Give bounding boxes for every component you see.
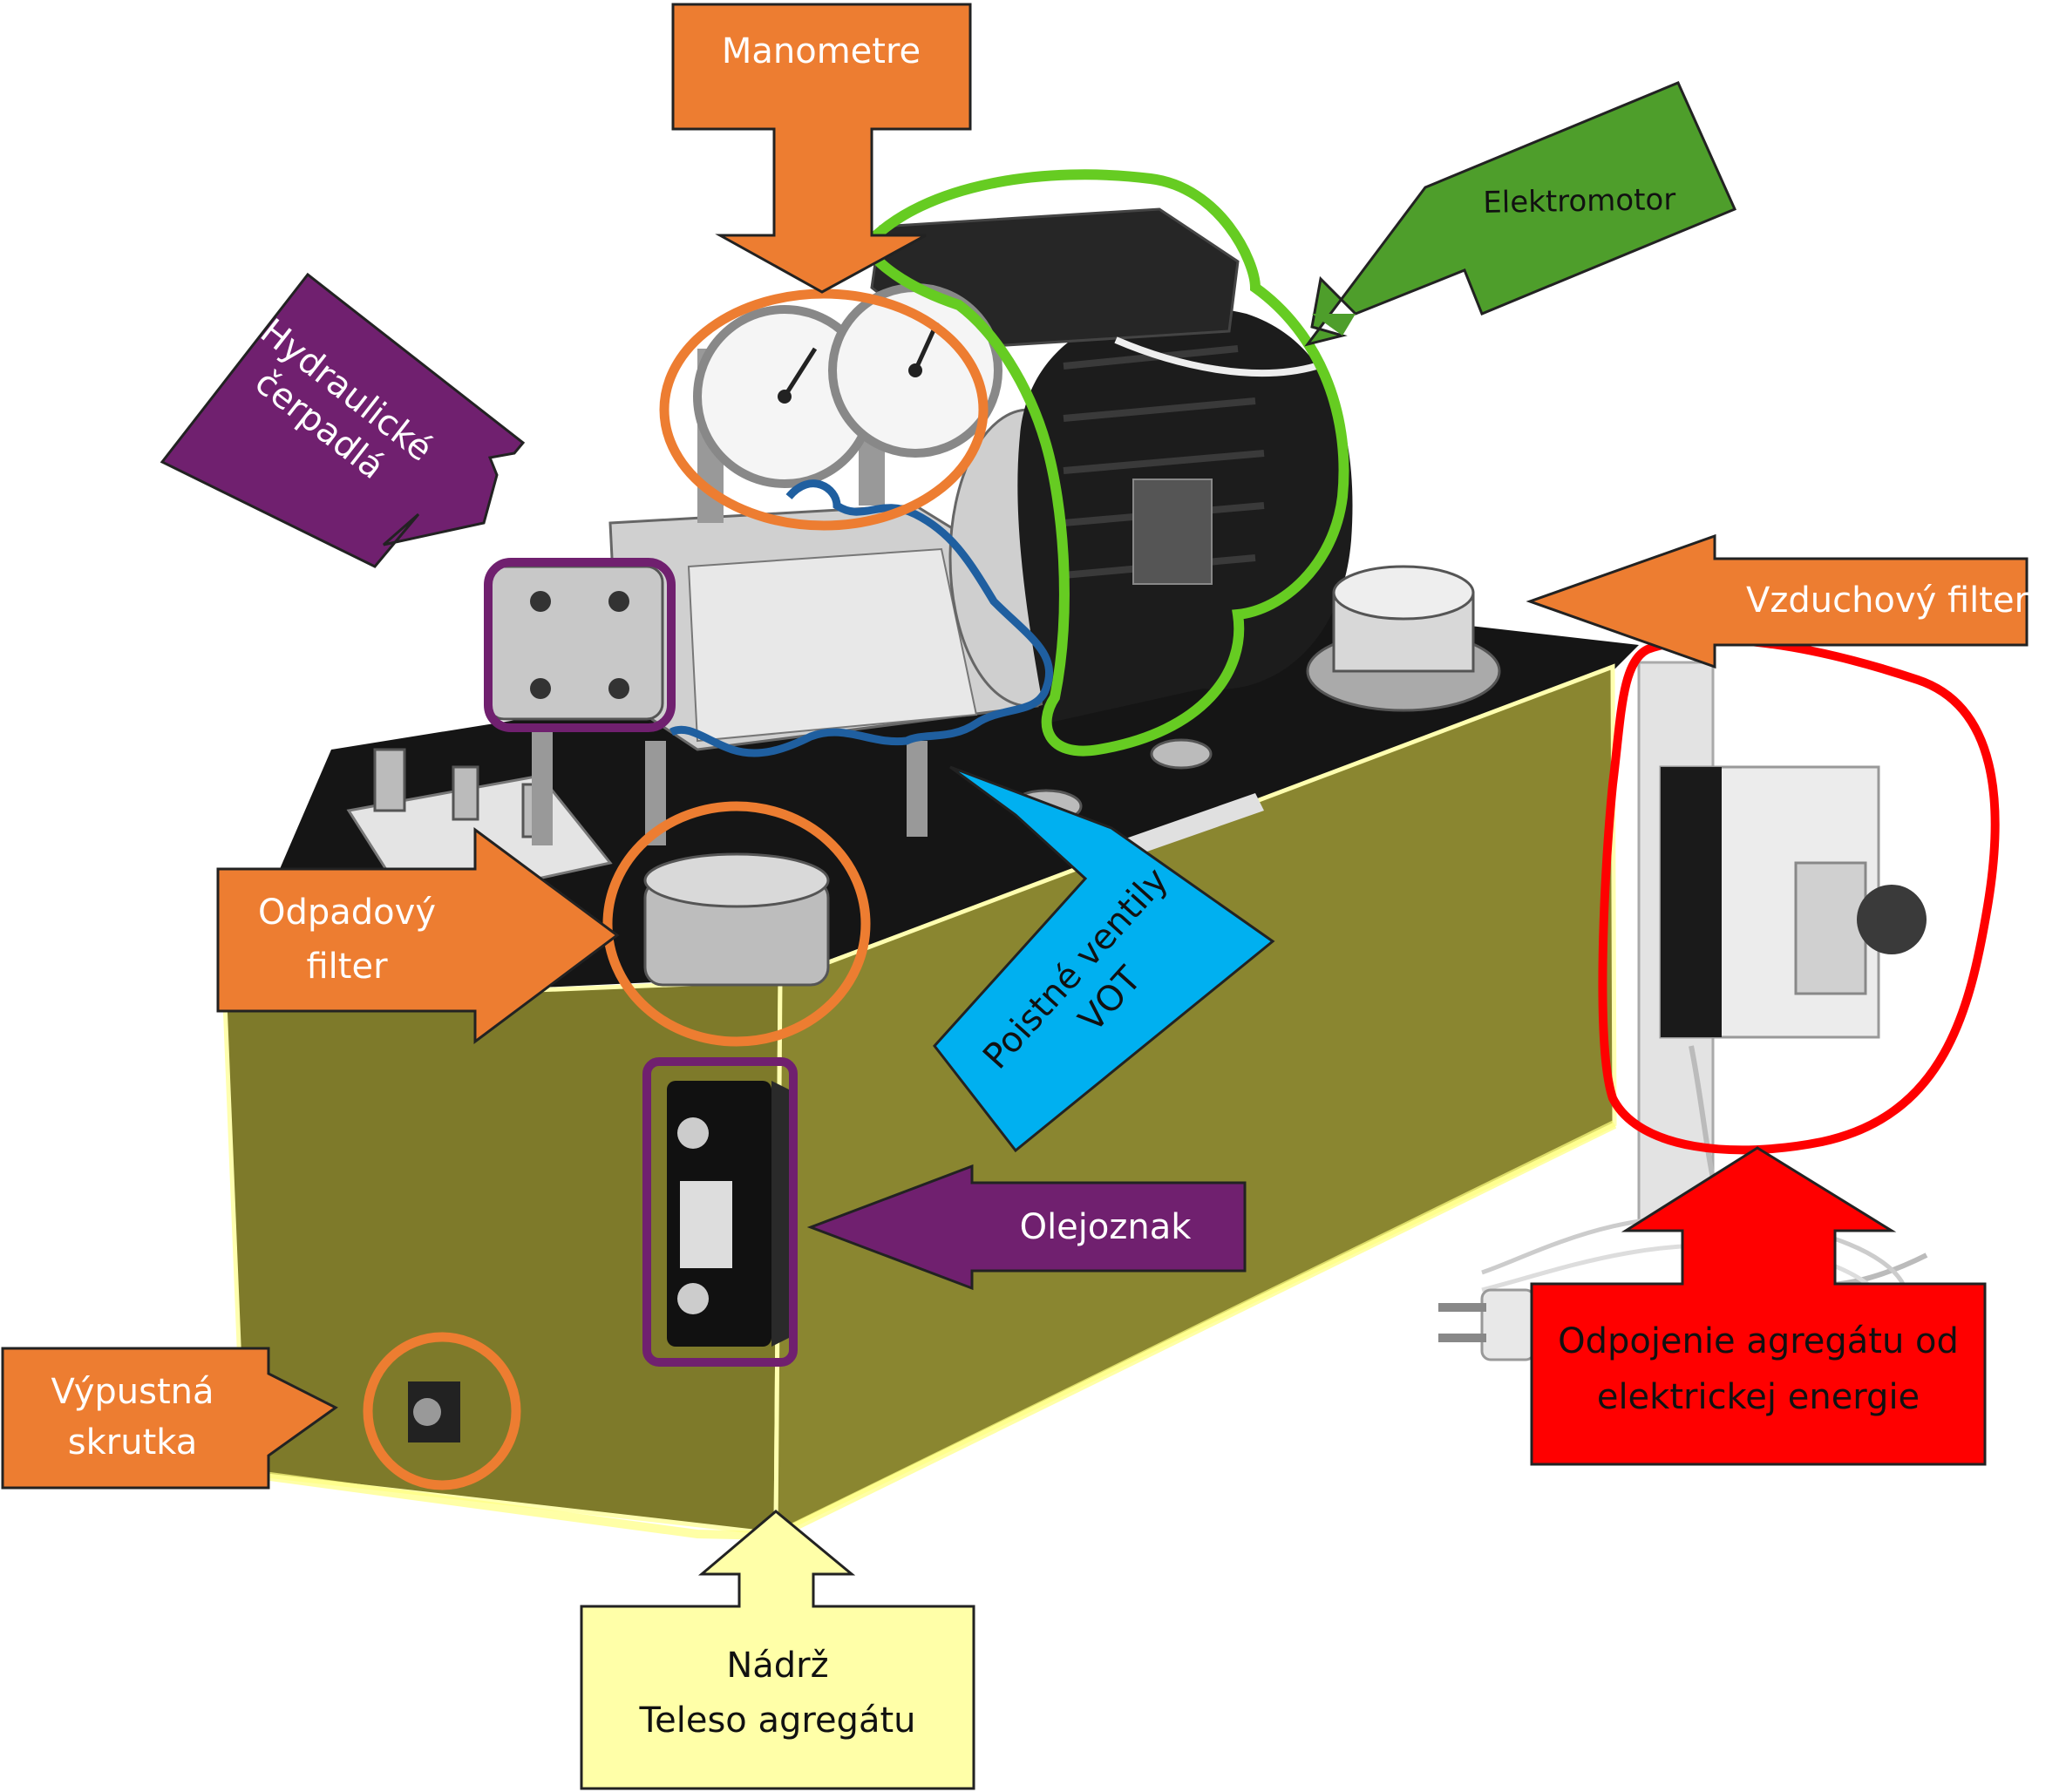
callout-arrows — [1, 3, 2029, 1790]
return-filter-outline — [602, 801, 871, 1047]
odpojenie-arrow — [1530, 1146, 1987, 1466]
nadrz-arrow — [580, 1510, 975, 1790]
gauges-outline — [659, 288, 989, 531]
switch-box-outline — [1598, 635, 2000, 1155]
label-manometre: Manometre — [722, 31, 921, 71]
tank-lid — [222, 601, 1639, 1002]
label-vypustna-line2: skrutka — [68, 1422, 197, 1463]
hydraulic-unit-illustration — [222, 207, 1928, 1541]
pump-hoses-outline — [669, 479, 1054, 757]
power-plug — [1480, 1288, 1536, 1361]
label-olejoznak: Olejoznak — [1020, 1207, 1193, 1247]
air-filter-cap — [1306, 565, 1501, 712]
olejoznak-arrow — [806, 1164, 1247, 1291]
label-odpadovy-line2: filter — [306, 947, 388, 987]
sight-glass-outline — [642, 1057, 798, 1367]
vzduchovy-arrow — [1526, 533, 2029, 669]
label-odpojenie-line2: elektrickej energie — [1597, 1377, 1920, 1417]
label-odpojenie-line1: Odpojenie agregátu od — [1558, 1321, 1959, 1361]
label-nadrz-line1: Nádrž — [726, 1646, 828, 1686]
drain-screw-outline — [363, 1332, 521, 1490]
motor-outline — [861, 169, 1349, 757]
label-elektromotor: Elektromotor — [1483, 182, 1676, 221]
label-nadrz-line2: Teleso agregátu — [638, 1700, 915, 1741]
pressure-gauges — [693, 283, 1002, 523]
tank-bottom-edge — [243, 1120, 1617, 1541]
odpadovy-arrow — [216, 827, 620, 1044]
poistne-arrow — [933, 765, 1275, 1153]
hydraulicke-arrow — [160, 272, 526, 568]
pump-outline — [484, 558, 676, 732]
label-vypustna-line1: Výpustná — [51, 1372, 214, 1412]
label-odpadovy-line1: Odpadový — [258, 893, 436, 933]
label-vzduchovy-filter: Vzduchový filter — [1746, 580, 2029, 621]
highlight-outlines — [363, 169, 2000, 1490]
emergency-stop-button — [1857, 885, 1927, 954]
vypustna-arrow — [1, 1347, 338, 1490]
return-filter — [643, 852, 830, 987]
manometre-arrow — [671, 3, 972, 294]
oil-sight-glass — [667, 1081, 789, 1347]
